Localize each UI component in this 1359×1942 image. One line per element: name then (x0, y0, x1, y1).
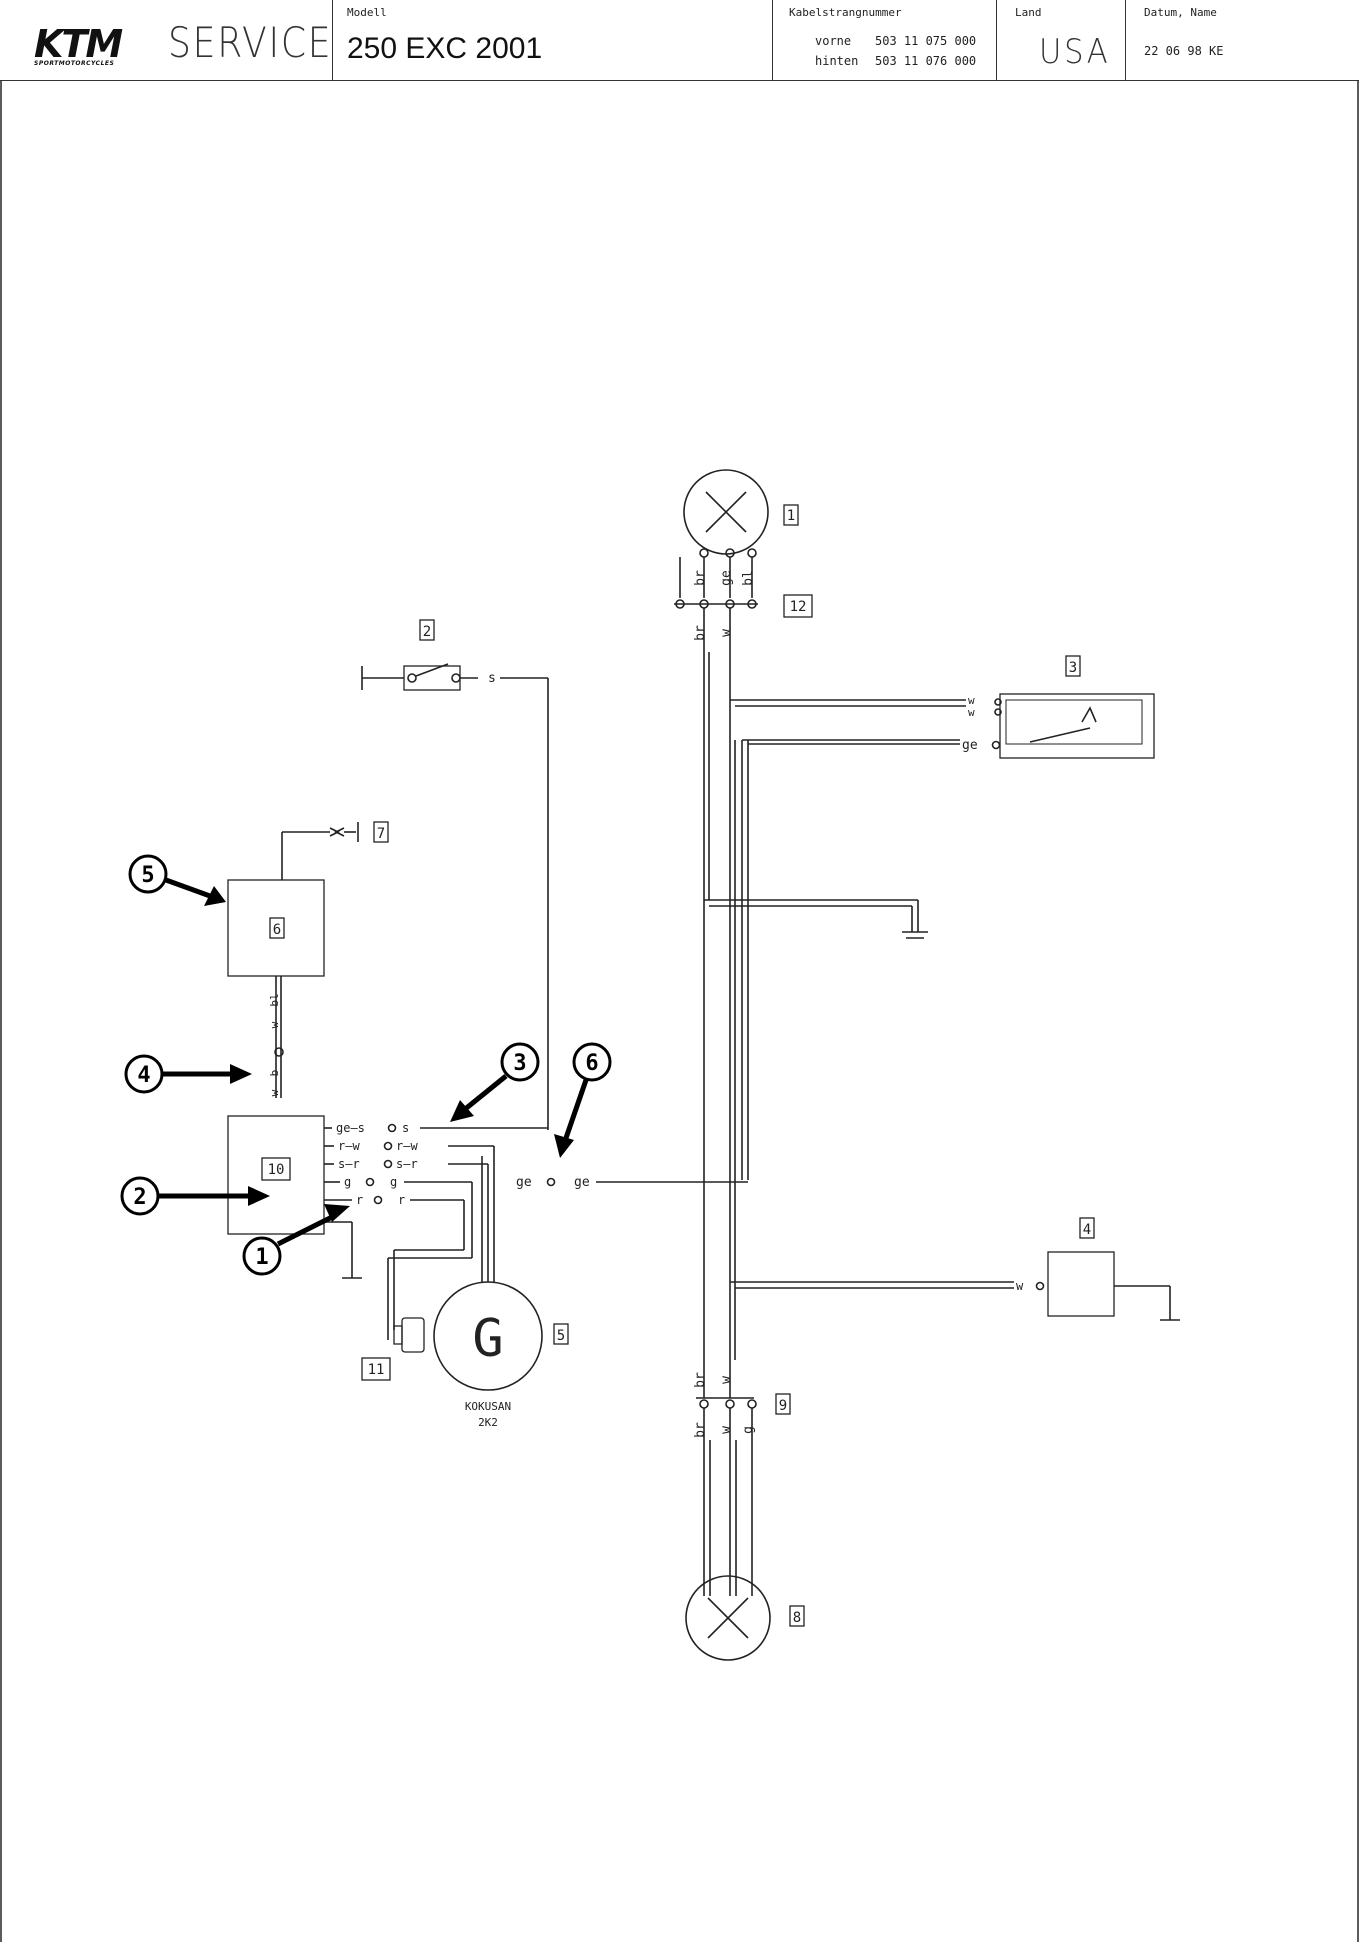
connector-9: br w 9 br w g (693, 1360, 791, 1596)
wire-label-s-r-1: s–r (338, 1157, 360, 1171)
component-4-label: 4 (1083, 1222, 1091, 1238)
component-5-label: 5 (557, 1328, 565, 1344)
ktm-logo: KTM SPORTMOTORCYCLES (34, 22, 123, 67)
wire-label-bl-coil: bl (268, 993, 281, 1006)
wire-label-w-horn: w (1016, 1279, 1024, 1293)
component-12-label: 12 (790, 599, 807, 615)
country-label: Land (1015, 6, 1042, 19)
rear-harness-label: hinten (815, 54, 859, 68)
callout-5-arrow (165, 877, 211, 899)
wire-label-br: br (693, 570, 708, 586)
component-10-label: 10 (268, 1162, 285, 1178)
headlamp: 1 (683, 469, 799, 558)
wire-label-w-3b: w (968, 706, 975, 719)
callout-5 (128, 854, 168, 894)
wire-label-r-1: r (356, 1193, 363, 1207)
component-7-label: 7 (377, 826, 385, 842)
component-11-label: 11 (368, 1362, 385, 1378)
date-label: Datum, Name (1144, 6, 1217, 19)
model-label: Modell (347, 6, 387, 19)
component-1-label: 1 (787, 508, 795, 524)
wire-label-s-switch: s (488, 671, 496, 686)
horn: 4 w (730, 1217, 1180, 1321)
logo-subtitle: SPORTMOTORCYCLES (34, 60, 115, 67)
wire-label-r-w-2: r–w (396, 1139, 418, 1153)
wire-label-g-1: g (344, 1175, 351, 1189)
wire-label-w-9a: w (719, 1376, 734, 1384)
wire-label-r-w-1: r–w (338, 1139, 360, 1153)
callout-3-arrow (462, 1074, 508, 1112)
wire-label-b-coil: b (268, 1070, 281, 1077)
component-2-label: 2 (423, 624, 431, 640)
wire-label-w-3a: w (968, 694, 975, 707)
component-6-label: 6 (273, 922, 281, 938)
logo-brand-text: KTM (34, 22, 123, 66)
wire-label-s-r-2: s–r (396, 1157, 418, 1171)
wire-label-w-coil: w (268, 1021, 281, 1028)
country-cell: Land USA (997, 0, 1126, 80)
wire-label-g-9b: g (741, 1426, 756, 1434)
ge-feed-line: ge ge (516, 1175, 748, 1190)
callout-5-text: 5 (141, 863, 154, 888)
callout-3-text: 3 (513, 1051, 526, 1076)
callout-1-arrow (276, 1213, 336, 1247)
wire-label-br-9b: br (693, 1422, 708, 1438)
harness-label: Kabelstrangnummer (789, 6, 902, 19)
connector-12: br ge bl 12 br w (674, 557, 813, 652)
generator-model: 2K2 (478, 1416, 498, 1429)
spark-plug: 7 (281, 821, 389, 880)
callout-6-text: 6 (585, 1051, 598, 1076)
wire-label-w-9b: w (719, 1426, 734, 1434)
date-value: 22 06 98 KE (1144, 44, 1224, 58)
callout-1 (242, 1236, 282, 1276)
title-block: KTM SPORTMOTORCYCLES SERVICE Modell 250 … (0, 0, 1359, 81)
front-harness-label: vorne (815, 34, 852, 48)
ignition-coil: 6 bl w b w (227, 879, 325, 1098)
service-title: SERVICE (168, 18, 333, 67)
callout-4-text: 4 (137, 1063, 150, 1088)
wire-label-ge-3: ge (962, 738, 978, 753)
wire-label-ge: ge (719, 570, 734, 586)
tail-lamp: 8 (685, 1575, 805, 1661)
harness-cell: Kabelstrangnummer vorne 503 11 075 000 h… (773, 0, 997, 80)
wire-label-br-9a: br (693, 1372, 708, 1388)
date-cell: Datum, Name 22 06 98 KE (1126, 0, 1359, 80)
model-name: 250 EXC 2001 (347, 32, 543, 65)
wire-label-w-coil-2: w (268, 1089, 281, 1096)
callout-2-text: 2 (133, 1185, 146, 1210)
country-value: USA (1039, 32, 1111, 72)
cdi-unit: 10 ge–s s r–w r–w s–r s–r (227, 1115, 548, 1340)
callout-6 (572, 1042, 612, 1082)
wire-label-s-cdi: s (402, 1121, 409, 1135)
wire-label-ge-feed-1: ge (516, 1175, 532, 1190)
generator-symbol: G (472, 1309, 503, 1369)
generator: G 5 KOKUSAN 2K2 11 (361, 1281, 569, 1429)
component-3-switch: 3 w w ge (730, 655, 1155, 1180)
component-3-label: 3 (1069, 660, 1077, 676)
callout-1-text: 1 (255, 1245, 268, 1270)
wire-label-ge-feed-2: ge (574, 1175, 590, 1190)
wire-label-br-2: br (693, 625, 708, 641)
generator-maker: KOKUSAN (465, 1400, 511, 1413)
callouts: 5 4 2 1 3 6 (120, 854, 612, 1276)
wire-label-bl: bl (741, 570, 756, 586)
wire-label-ge-s: ge–s (336, 1121, 365, 1135)
callout-6-arrow (563, 1079, 589, 1139)
component-9-label: 9 (779, 1398, 787, 1414)
kill-switch: s 2 (361, 619, 549, 1130)
wire-label-g-2: g (390, 1175, 397, 1189)
brand-cell: KTM SPORTMOTORCYCLES SERVICE (0, 0, 333, 80)
callout-3 (500, 1042, 540, 1082)
component-8-label: 8 (793, 1610, 801, 1626)
main-harness (703, 652, 928, 1360)
front-harness-number: 503 11 075 000 (875, 34, 977, 48)
rear-harness-number: 503 11 076 000 (875, 54, 977, 68)
wire-label-r-2: r (398, 1193, 405, 1207)
model-cell: Modell 250 EXC 2001 (333, 0, 773, 80)
wire-label-w: w (719, 629, 734, 637)
